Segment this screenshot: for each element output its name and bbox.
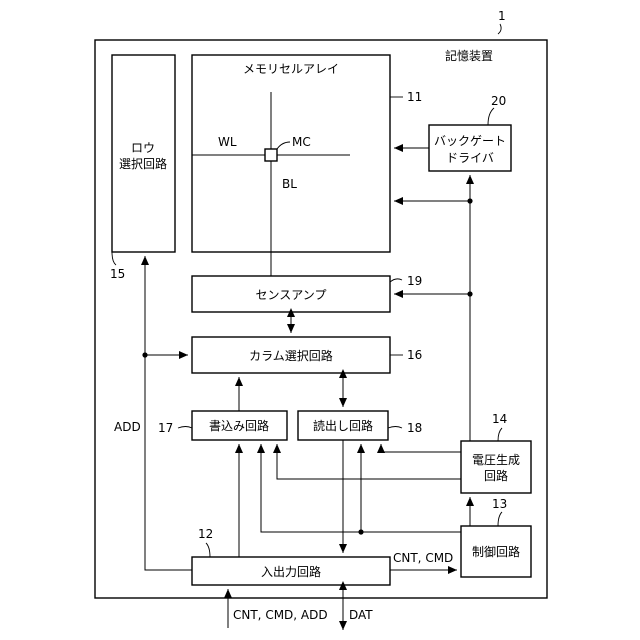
- memory-cell-array-block: [192, 55, 390, 252]
- array-junction: [467, 198, 472, 203]
- row-select-label-1: ロウ: [131, 141, 155, 155]
- device-label: 記憶装置: [445, 48, 493, 63]
- row-select-ref: 15: [110, 267, 125, 281]
- device-ref-leader: [498, 24, 501, 34]
- add-label: ADD: [114, 420, 141, 434]
- control-to-read: [361, 444, 461, 532]
- bl-label: BL: [282, 177, 297, 191]
- voltage-to-read: [381, 444, 461, 452]
- back-gate-ref: 20: [491, 94, 506, 108]
- control-ref: 13: [492, 497, 507, 511]
- voltage-gen-ref: 14: [492, 412, 507, 426]
- control-junction: [358, 529, 363, 534]
- io-circuit-label: 入出力回路: [261, 564, 321, 579]
- voltage-to-write: [277, 444, 461, 479]
- voltage-gen-block: [461, 441, 531, 493]
- read-circuit-label: 読出し回路: [313, 418, 373, 433]
- sense-amp-ref: 19: [407, 274, 422, 288]
- voltage-gen-ref-leader: [498, 428, 502, 441]
- wl-label: WL: [218, 135, 237, 149]
- column-select-label: カラム選択回路: [249, 348, 333, 363]
- write-circuit-ref: 17: [158, 421, 173, 435]
- sense-amp-label: センスアンプ: [256, 288, 327, 302]
- write-circuit-ref-leader: [178, 427, 192, 429]
- add-to-row-select: [145, 256, 192, 570]
- add-junction: [142, 352, 147, 357]
- read-circuit-ref: 18: [407, 421, 422, 435]
- io-circuit-ref-leader: [206, 543, 210, 557]
- voltage-gen-label-2: 回路: [484, 468, 508, 483]
- voltage-gen-label-1: 電圧生成: [472, 453, 520, 467]
- sense-junction: [467, 291, 472, 296]
- sense-amp-ref-leader: [390, 279, 402, 282]
- column-select-ref: 16: [407, 348, 422, 362]
- row-select-ref-leader: [112, 252, 116, 265]
- memory-cell-array-label: メモリセルアレイ: [243, 62, 339, 76]
- cnt-cmd-label: CNT, CMD: [393, 551, 453, 565]
- device-ref: 1: [498, 9, 506, 23]
- read-circuit-ref-leader: [388, 427, 402, 429]
- dat-label: DAT: [349, 608, 373, 622]
- io-circuit-ref: 12: [198, 527, 213, 541]
- memory-array-ref: 11: [407, 90, 422, 104]
- control-ref-leader: [498, 512, 502, 526]
- back-gate-driver-label-1: バックゲート: [434, 134, 506, 148]
- control-label: 制御回路: [472, 544, 520, 559]
- mc-label: MC: [292, 135, 311, 149]
- back-gate-ref-leader: [488, 108, 494, 125]
- row-select-label-2: 選択回路: [119, 156, 167, 171]
- cnt-cmd-add-label: CNT, CMD, ADD: [233, 608, 328, 622]
- back-gate-driver-label-2: ドライバ: [446, 151, 494, 165]
- memory-cell: [265, 149, 277, 161]
- write-circuit-label: 書込み回路: [209, 418, 269, 433]
